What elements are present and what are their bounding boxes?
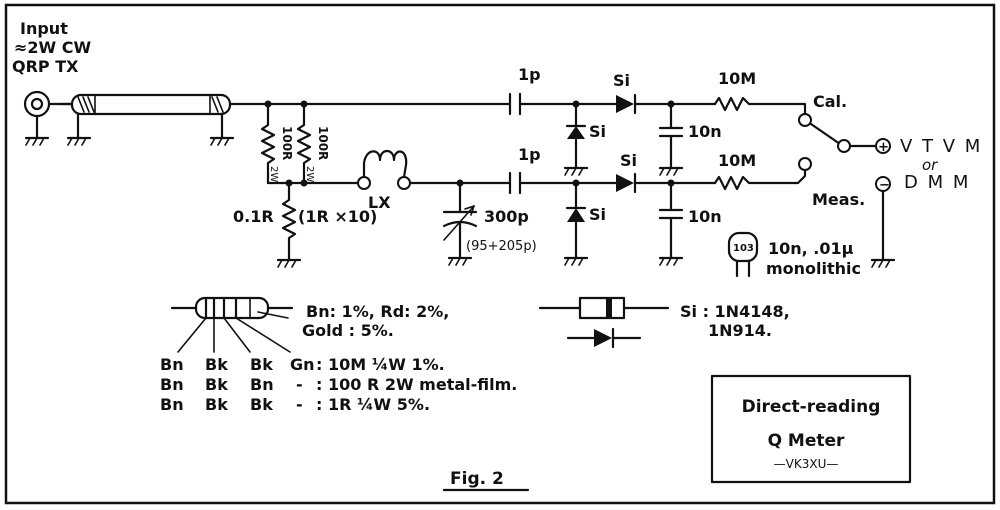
resistor-100r-left-sub: 2W: [268, 166, 279, 182]
monolithic-value: 10n, .01μ: [768, 239, 854, 258]
svg-text:: 100 R 2W metal-film.: : 100 R 2W metal-film.: [316, 375, 517, 394]
switch-meas-label: Meas.: [812, 190, 865, 209]
title-line-1: Direct-reading: [742, 397, 881, 417]
meter-plus-sign: +: [878, 140, 889, 155]
monolithic-type: monolithic: [766, 259, 861, 278]
coupling-cap-top: [508, 92, 522, 116]
coupling-cap-top-value: 1p: [518, 65, 541, 84]
monolithic-cap-icon: [727, 231, 759, 278]
inductor-label: LX: [368, 193, 391, 212]
color-code-row-2: Bn Bk Bn - : 100 R 2W metal-film.: [160, 375, 517, 394]
resistor-color-code-icon: [170, 296, 294, 353]
bypass-cap-bottom: [658, 181, 684, 266]
svg-text:Gn: Gn: [290, 355, 315, 374]
diode-top-series: [616, 93, 637, 115]
svg-text:Bk: Bk: [250, 395, 273, 414]
svg-text:Bk: Bk: [205, 375, 228, 394]
diode-symbol-icon: [566, 327, 642, 349]
svg-text:Bn: Bn: [160, 355, 184, 374]
diode-top-shunt: [563, 102, 589, 176]
resistor-100r-left: [260, 102, 276, 185]
bypass-cap-top-value: 10n: [688, 122, 722, 141]
meter-label-vtvm: V T V M: [900, 136, 982, 157]
figure-label: Fig. 2: [450, 469, 504, 489]
tuning-cap-value: 300p: [484, 207, 529, 226]
resistor-100r-left-value: 100R: [280, 126, 294, 160]
lx-terminal-right: [397, 176, 411, 190]
meter-minus-sign: −: [879, 178, 890, 193]
diode-bottom-shunt-label: Si: [589, 205, 606, 224]
meter-ground: [870, 189, 896, 268]
border-frame: [4, 3, 996, 505]
color-code-row-3: Bn Bk Bk - : 1R ¼W 5%.: [160, 395, 430, 414]
inductor-coil: [362, 149, 408, 179]
resistor-10m-top-value: 10M: [718, 69, 756, 88]
shunt-note: (1R ×10): [298, 207, 377, 226]
input-source-label: QRP TX: [12, 57, 79, 76]
switch-meas-contact: [798, 157, 812, 171]
meter-label-or: or: [922, 156, 938, 174]
svg-text:Bk: Bk: [205, 355, 228, 374]
lx-terminal-left: [357, 176, 371, 190]
svg-text:: 10M ¼W 1%.: : 10M ¼W 1%.: [316, 355, 445, 374]
resistor-shunt: [276, 181, 302, 268]
coax-connector: [23, 90, 74, 146]
diode-key-line-1: Si : 1N4148,: [680, 302, 790, 321]
meter-plus-terminal: [875, 138, 891, 154]
svg-text:Bk: Bk: [250, 355, 273, 374]
resistor-100r-right: [296, 102, 312, 185]
meter-label-dmm: D M M: [904, 172, 970, 193]
bypass-cap-top: [658, 102, 684, 176]
svg-text:-: -: [296, 375, 303, 394]
svg-text:: 1R ¼W 5%.: : 1R ¼W 5%.: [316, 395, 430, 414]
title-author: —VK3XU—: [774, 457, 839, 471]
tolerance-line-2: Gold : 5%.: [302, 321, 394, 340]
switch-cal-label: Cal.: [813, 92, 847, 111]
svg-text:-: -: [296, 395, 303, 414]
resistor-10m-top: [713, 96, 807, 116]
color-code-row-1: Bn Bk Bk Gn : 10M ¼W 1%.: [160, 355, 445, 374]
diode-bottom-series: [616, 172, 637, 194]
resistor-100r-right-sub: 2W: [304, 166, 315, 182]
diode-key-line-2: 1N914.: [708, 321, 772, 340]
svg-text:Bn: Bn: [160, 395, 184, 414]
switch-arm: [809, 122, 842, 146]
input-label: Input: [20, 19, 68, 38]
resistor-10m-bottom: [713, 168, 807, 191]
diode-bottom-shunt: [563, 181, 589, 266]
svg-text:Bn: Bn: [160, 375, 184, 394]
switch-common: [837, 139, 851, 153]
diode-package-icon: [538, 296, 670, 320]
tolerance-line-1: Bn: 1%, Rd: 2%,: [306, 302, 449, 321]
bypass-cap-bottom-value: 10n: [688, 207, 722, 226]
diode-top-series-label: Si: [613, 71, 630, 90]
diode-top-shunt-label: Si: [589, 122, 606, 141]
svg-text:Bk: Bk: [205, 395, 228, 414]
diode-bottom-series-label: Si: [620, 151, 637, 170]
coax-cable: [58, 93, 235, 146]
input-power-label: ≈2W CW: [14, 38, 92, 57]
title-line-2: Q Meter: [768, 431, 845, 451]
tuning-cap-note: (95+205p): [466, 239, 537, 254]
tuning-capacitor: [442, 181, 478, 266]
coupling-cap-bottom-value: 1p: [518, 145, 541, 164]
switch-cal-contact: [798, 113, 812, 127]
title-box: [710, 374, 912, 484]
coupling-cap-bottom: [508, 171, 522, 195]
resistor-10m-bottom-value: 10M: [718, 151, 756, 170]
resistor-100r-right-value: 100R: [316, 126, 330, 160]
svg-text:Bn: Bn: [250, 375, 274, 394]
monolithic-code: 103: [733, 243, 754, 254]
shunt-value: 0.1R: [233, 207, 274, 226]
